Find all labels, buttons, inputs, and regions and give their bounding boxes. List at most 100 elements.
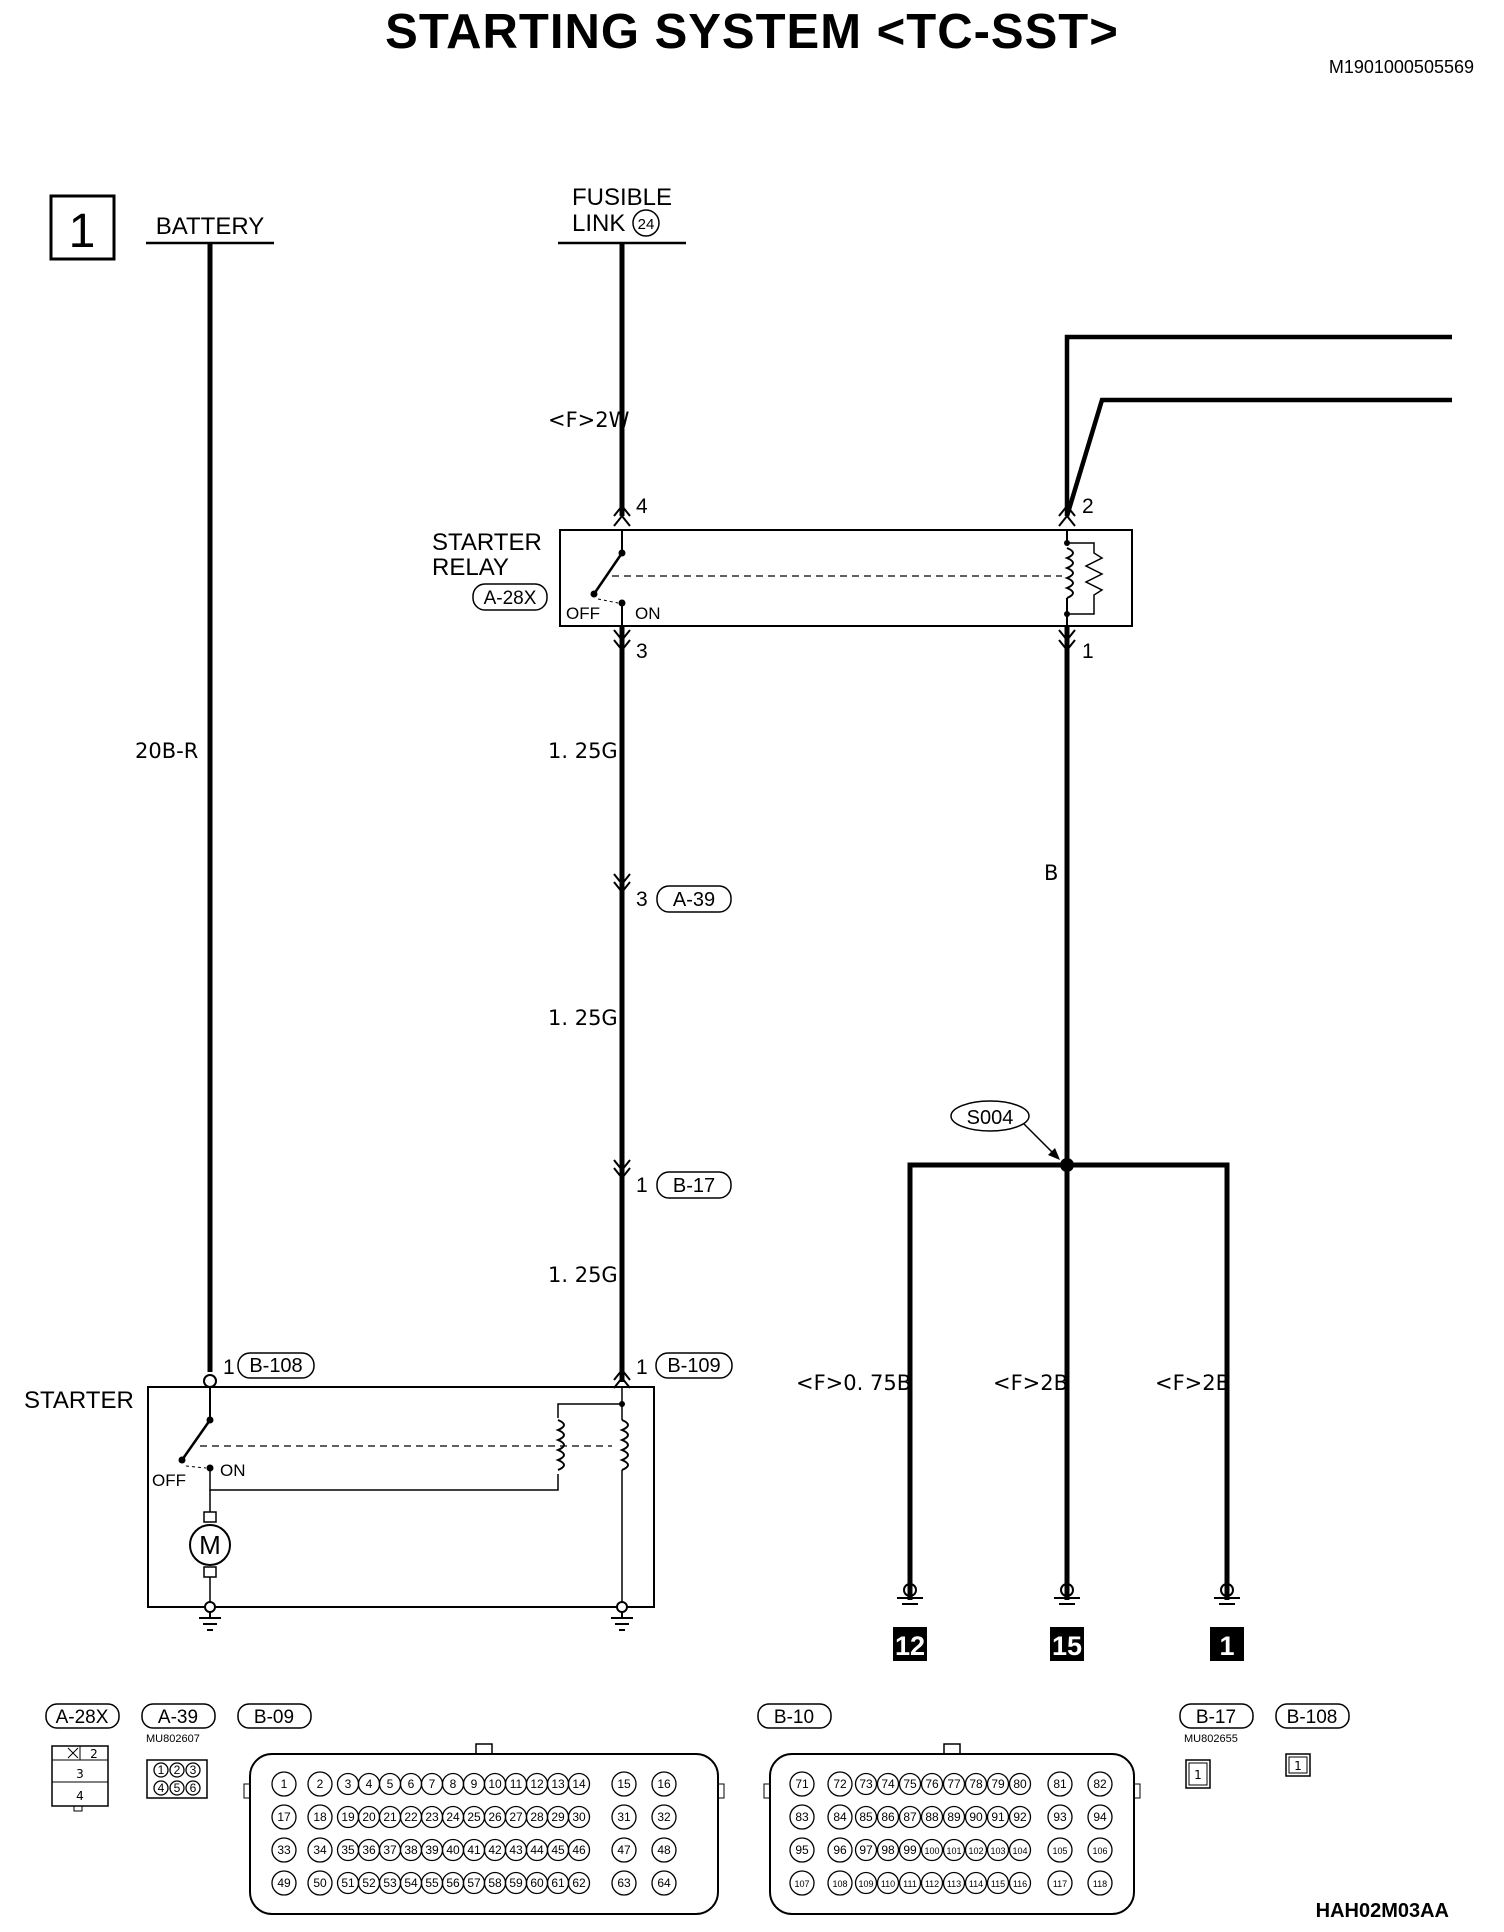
b10-pin-number: 88	[925, 1810, 939, 1824]
b09-pin-socket	[611, 1837, 637, 1863]
b09-pin-number: 35	[341, 1843, 355, 1857]
b10-pin-socket	[898, 1838, 922, 1862]
a39-part-number: MU802607	[146, 1733, 200, 1745]
b09-pin-number: 53	[383, 1876, 397, 1890]
b10-pin-number: 117	[1053, 1879, 1067, 1889]
ground-wire-a-label: <F>0. 75B	[796, 1371, 911, 1395]
relay-pin-2: 2	[1082, 495, 1094, 518]
motor-label: M	[199, 1530, 221, 1560]
b09-pin-number: 48	[657, 1843, 671, 1857]
a39-pin-socket	[185, 1780, 201, 1796]
b10-pin-number: 83	[795, 1810, 809, 1824]
b10-pin-socket	[1087, 1771, 1113, 1797]
starter-connector-left: B-108	[249, 1355, 302, 1377]
a28x-pin-4: 4	[76, 1789, 84, 1803]
b09-pin-number: 10	[488, 1777, 502, 1791]
b09-pin-number: 58	[488, 1876, 502, 1890]
b10-pin-socket	[854, 1772, 878, 1796]
b09-pin-socket	[611, 1804, 637, 1830]
b09-pin-number: 54	[404, 1876, 418, 1890]
starter-pin-left: 1	[223, 1356, 235, 1379]
page-title: STARTING SYSTEM <TC-SST>	[385, 5, 1119, 59]
b10-pin-socket	[854, 1838, 878, 1862]
b09-pin-number: 29	[551, 1810, 565, 1824]
b10-pin-socket	[827, 1771, 853, 1797]
b10-pin-number: 82	[1093, 1777, 1107, 1791]
battery-label: BATTERY	[156, 213, 264, 240]
b10-pin-number: 102	[968, 1846, 983, 1856]
a39-pin-socket	[153, 1780, 169, 1796]
b09-pin-socket	[307, 1804, 333, 1830]
b10-pin-socket	[789, 1771, 815, 1797]
b10-pin-number: 107	[794, 1879, 809, 1889]
b10-pin-socket	[789, 1837, 815, 1863]
b10-pin-number: 84	[833, 1810, 847, 1824]
b10-pin-socket	[854, 1871, 878, 1895]
b108-pin-1: 1	[1294, 1759, 1302, 1773]
b09-pin-number: 59	[509, 1876, 523, 1890]
starter-relay-label-2: RELAY	[432, 554, 509, 581]
a39-pin-socket	[169, 1780, 185, 1796]
b09-pin-number: 55	[425, 1876, 439, 1890]
b09-pin-number: 6	[408, 1777, 415, 1791]
b09-pin-socket	[307, 1870, 333, 1896]
b10-pin-socket	[876, 1805, 900, 1829]
b09-pin-number: 17	[277, 1810, 291, 1824]
b09-pin-number: 47	[617, 1843, 631, 1857]
b10-pin-number: 113	[947, 1879, 961, 1889]
b10-pin-socket	[876, 1838, 900, 1862]
b10-pin-number: 105	[1052, 1846, 1067, 1856]
b10-pin-socket	[876, 1772, 900, 1796]
b10-pin-number: 95	[795, 1843, 809, 1857]
b09-pin-number: 9	[471, 1777, 478, 1791]
b09-pin-number: 49	[277, 1876, 291, 1890]
a39-pin-number: 5	[174, 1781, 181, 1795]
b09-pin-number: 14	[572, 1777, 586, 1791]
page-number-box	[49, 194, 116, 261]
b09-pin-socket	[271, 1804, 297, 1830]
b10-pin-socket	[942, 1838, 966, 1862]
b10-pin-socket	[789, 1804, 815, 1830]
a39-pin-number: 3	[190, 1763, 197, 1777]
fusible-wire-label: <F>2W	[548, 408, 630, 432]
page-number: 1	[69, 205, 96, 258]
relay-pin2-wire-b	[1064, 397, 1452, 517]
a39-pin-socket	[185, 1762, 201, 1778]
b10-pin-number: 118	[1093, 1879, 1107, 1889]
a39-pin-socket	[153, 1762, 169, 1778]
b10-pin-socket	[1008, 1838, 1032, 1862]
b10-pin-socket	[1008, 1772, 1032, 1796]
b17-connector-label: B-17	[673, 1175, 715, 1197]
b09-pin-socket	[271, 1870, 297, 1896]
b10-pin-number: 94	[1093, 1810, 1107, 1824]
b10-pin-number: 96	[833, 1843, 847, 1857]
b10-pin-number: 116	[1013, 1879, 1027, 1889]
fusible-link-number: 24	[638, 216, 655, 233]
relay-off-label: OFF	[566, 604, 600, 623]
b10-pin-number: 106	[1092, 1846, 1107, 1856]
b10-pin-number: 80	[1013, 1777, 1027, 1791]
b09-pin-number: 36	[362, 1843, 376, 1857]
starter-on-label: ON	[220, 1461, 246, 1480]
relay-pin-3: 3	[636, 640, 648, 663]
b09-pin-number: 22	[404, 1810, 418, 1824]
b10-pin-socket	[942, 1772, 966, 1796]
b10-pin-number: 104	[1012, 1846, 1027, 1856]
a39-pin: 3	[636, 888, 648, 911]
a28x-pin-2: 2	[90, 1747, 98, 1761]
b17-part-number: MU802655	[1184, 1733, 1238, 1745]
b10-pin-number: 71	[795, 1777, 809, 1791]
b09-pin-number: 4	[366, 1777, 373, 1791]
b09-pin-socket	[567, 1871, 591, 1895]
b09-pin-number: 13	[551, 1777, 565, 1791]
a39-pin-number: 1	[158, 1763, 165, 1777]
b10-pin-number: 115	[991, 1879, 1005, 1889]
relay-pin-1: 1	[1082, 640, 1094, 663]
b09-pin-number: 12	[530, 1777, 544, 1791]
b09-pin-socket	[611, 1771, 637, 1797]
b10-pin-number: 99	[903, 1843, 917, 1857]
b09-pin-number: 39	[425, 1843, 439, 1857]
b10-pin-number: 109	[858, 1879, 873, 1889]
a28x-pin-3: 3	[76, 1767, 84, 1781]
b09-pin-number: 26	[488, 1810, 502, 1824]
